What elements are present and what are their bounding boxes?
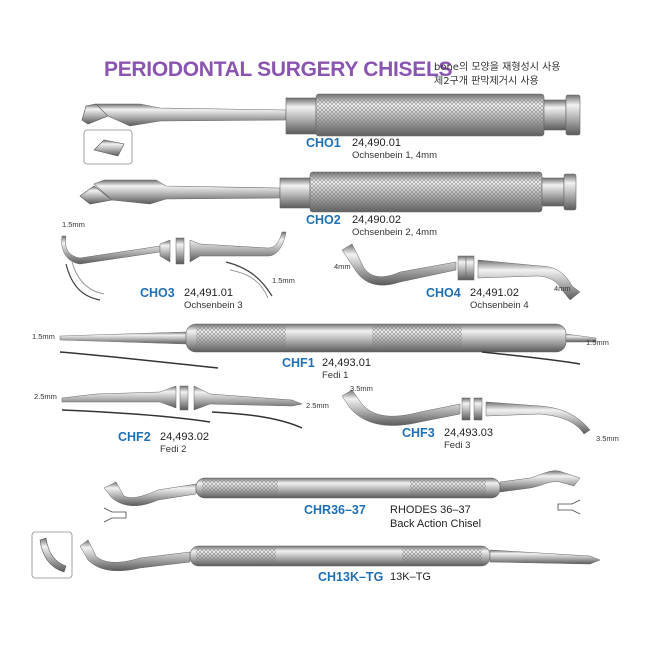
cho2-instrument	[79, 171, 577, 213]
usage-note-2: 제2구개 판막제거시 사용	[434, 76, 539, 87]
product-code: CHR36–37	[304, 503, 366, 517]
product-number: 24,493.01	[322, 357, 371, 369]
product-number: 24,490.01	[352, 137, 401, 149]
dimension-label: 1.5mm	[62, 220, 85, 229]
product-desc: Ochsenbein 1, 4mm	[352, 150, 438, 161]
product-code: CHF2	[118, 430, 151, 444]
cho1-instrument	[81, 93, 581, 137]
product-desc: Fedi 2	[160, 444, 187, 455]
product-desc: Ochsenbein 3	[184, 300, 243, 311]
product-code: CHF1	[282, 356, 315, 370]
chf1-instrument	[59, 323, 597, 369]
dimension-label: 1.5mm	[586, 338, 609, 347]
cho3-instrument	[61, 231, 287, 301]
product-desc: Fedi 3	[444, 440, 471, 451]
chf3-instrument	[341, 389, 591, 435]
cho4-instrument	[341, 243, 581, 301]
page-title: PERIODONTAL SURGERY CHISELS	[104, 58, 453, 81]
product-code: CHO2	[306, 213, 341, 227]
ch13k-tg-instrument	[31, 531, 601, 579]
product-desc: Ochsenbein 4	[470, 300, 529, 311]
usage-note-1: bone의 모양을 재형성시 사용	[434, 62, 561, 73]
chr36-37-instrument	[103, 470, 581, 523]
dimension-label: 3.5mm	[350, 384, 373, 393]
dimension-label: 2.5mm	[34, 392, 57, 401]
product-desc: Back Action Chisel	[390, 518, 482, 530]
dimension-label: 4mm	[554, 284, 571, 293]
product-number: 24,493.03	[444, 427, 493, 439]
dimension-label: 2.5mm	[306, 401, 329, 410]
product-code: CHO1	[306, 136, 341, 150]
product-code: CHO3	[140, 286, 175, 300]
product-number: 24,490.02	[352, 214, 401, 226]
dimension-label: 4mm	[334, 262, 351, 271]
product-number: 24,491.01	[184, 287, 233, 299]
cho1-tip-inset	[83, 129, 133, 165]
chf2-instrument	[61, 385, 303, 429]
product-desc: Ochsenbein 2, 4mm	[352, 227, 438, 238]
dimension-label: 3.5mm	[596, 434, 619, 443]
product-number: 24,491.02	[470, 287, 519, 299]
dimension-label: 1.5mm	[32, 332, 55, 341]
product-code: CH13K–TG	[318, 570, 384, 584]
product-desc: Fedi 1	[322, 370, 349, 381]
product-number: RHODES 36–37	[390, 504, 471, 516]
product-number: 13K–TG	[390, 571, 431, 583]
product-code: CHF3	[402, 426, 435, 440]
product-number: 24,493.02	[160, 431, 209, 443]
product-code: CHO4	[426, 286, 461, 300]
dimension-label: 1.5mm	[272, 276, 295, 285]
